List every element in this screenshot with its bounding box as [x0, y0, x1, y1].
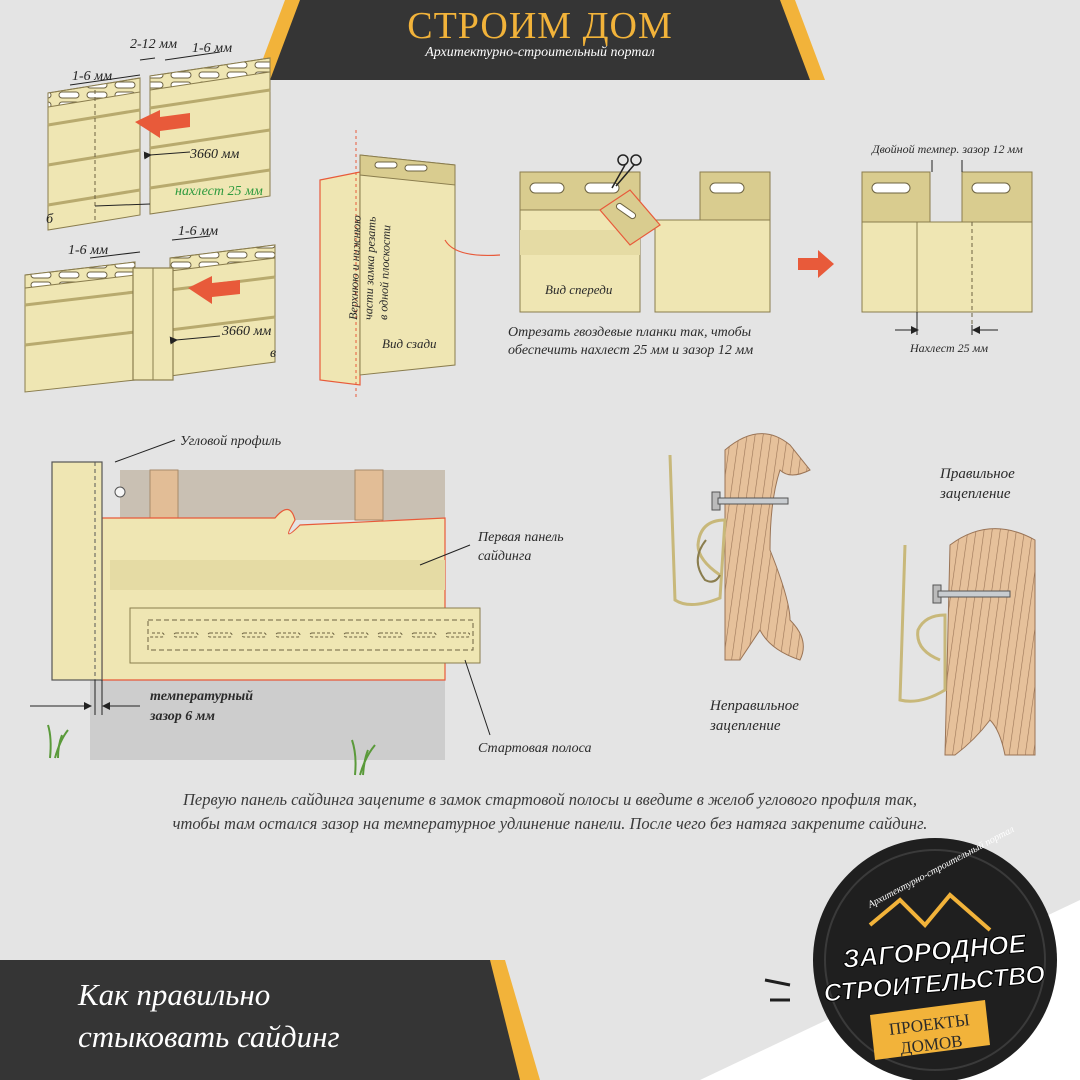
fig-b-length: 3660 мм: [189, 147, 239, 162]
next-step-arrow-icon: [798, 250, 834, 278]
fig-b-panels: [47, 51, 271, 231]
fig-v-left-dim: 1-6 мм: [68, 243, 108, 258]
fig-b-right-dim: 1-6 мм: [192, 41, 232, 56]
caption-line-2: чтобы там остался зазор на температурное…: [172, 814, 928, 833]
instruction-caption: Первую панель сайдинга зацепите в замок …: [100, 788, 1000, 836]
cut-instruction-2: обеспечить нахлест 25 мм и зазор 12 мм: [508, 343, 753, 358]
header-title: СТРОИМ ДОМ: [407, 5, 673, 47]
double-temper-label: Двойной темпер. зазор 12 мм: [871, 142, 1023, 156]
temp-gap-label-2: зазор 6 мм: [149, 709, 215, 724]
banner-line-2: стыковать сайдинг: [78, 1019, 340, 1054]
fig-v-panels: [24, 235, 276, 393]
banner-line-1: Как правильно: [78, 977, 271, 1012]
correct-hook-figure: [898, 528, 1036, 756]
banner-title: Как правильно стыковать сайдинг: [78, 974, 498, 1058]
incorrect-hook-figure: [668, 433, 811, 661]
rear-note-2: части замка резать: [361, 216, 379, 320]
header: [255, 0, 825, 80]
direction-arrow-icon: [135, 110, 190, 138]
fig-v-right-dim: 1-6 мм: [178, 224, 218, 239]
corner-profile: [51, 461, 103, 681]
first-panel-label-2: сайдинга: [478, 549, 531, 564]
cut-instruction-1: Отрезать гвоздевые планки так, чтобы: [508, 325, 751, 340]
fig-v-length: 3660 мм: [221, 324, 271, 339]
rear-view-panel: [319, 130, 501, 400]
rear-note-3: в одной плоскости: [376, 225, 393, 320]
bottom-banner: [0, 960, 540, 1080]
incorrect-label-1: Неправильное: [709, 698, 799, 714]
ground-area: [90, 680, 445, 760]
overlap-25-label: Нахлест 25 мм: [909, 341, 988, 355]
fig-v-letter: в: [270, 346, 276, 361]
correct-label-2: зацепление: [939, 486, 1011, 502]
result-panels: [861, 160, 1033, 335]
direction-arrow-icon: [188, 276, 240, 304]
start-strip-label: Стартовая полоса: [478, 741, 592, 756]
nail-head-icon: [114, 486, 126, 498]
first-panel-label-1: Первая панель: [477, 530, 564, 545]
correct-label-1: Правильное: [939, 466, 1015, 482]
front-view-label: Вид спереди: [545, 282, 613, 297]
fig-b-overlap: нахлест 25 мм: [175, 184, 263, 199]
corner-profile-label: Угловой профиль: [180, 434, 281, 449]
install-figure: [30, 439, 491, 776]
roofs-icon: [868, 892, 992, 932]
temp-gap-label-1: температурный: [150, 689, 253, 704]
front-view-panels: [519, 154, 771, 313]
portal-badge: [700, 838, 1080, 1080]
fig-b-left-dim: 1-6 мм: [72, 69, 112, 84]
grass-icon: [47, 724, 376, 776]
rear-view-label: Вид сзади: [382, 336, 437, 351]
caption-line-1: Первую панель сайдинга зацепите в замок …: [183, 790, 917, 809]
fig-b-letter: б: [46, 212, 54, 227]
incorrect-label-2: зацепление: [709, 718, 781, 734]
header-bar: [270, 0, 810, 80]
rear-note-1: Верхнюю и нижнюю: [346, 215, 364, 321]
fig-b-gap-dim: 2-12 мм: [130, 37, 177, 52]
scissors-icon: [611, 154, 642, 189]
header-subtitle: Архитектурно-строительный портал: [425, 45, 655, 60]
badge-ribbon: [870, 1000, 990, 1060]
